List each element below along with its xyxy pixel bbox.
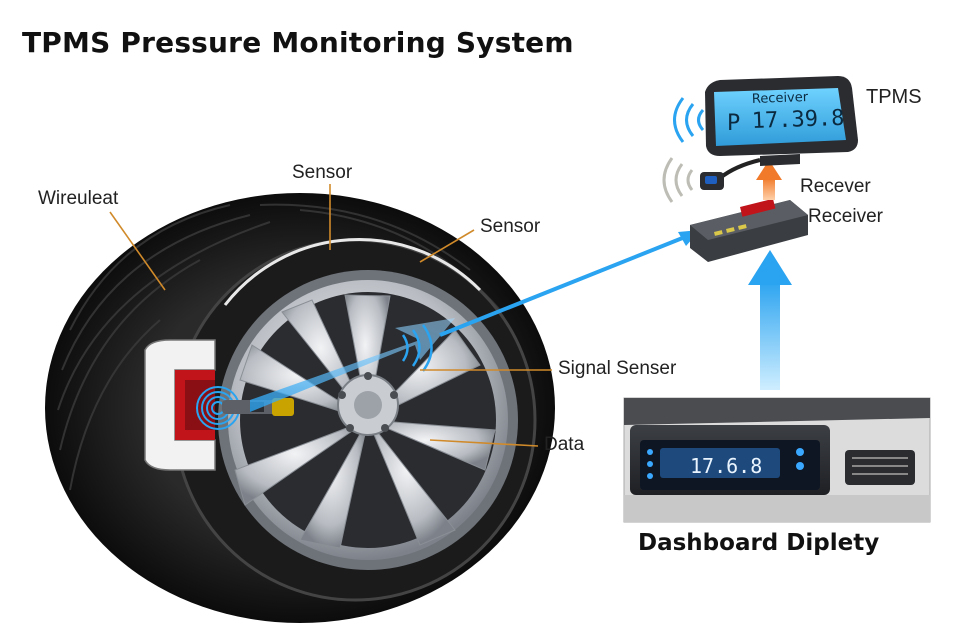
- receiver-module: [690, 198, 808, 262]
- monitor-reading: 17.39.8: [751, 106, 845, 134]
- label-tpms: TPMS: [866, 86, 922, 108]
- dashboard-icons: [647, 448, 804, 479]
- label-signal-senser: Signal Senser: [558, 358, 677, 379]
- label-sensor-top: Sensor: [292, 162, 353, 183]
- air-vent: [845, 450, 915, 485]
- rim-lug-nuts: [338, 372, 398, 432]
- orange-up-arrow: [756, 160, 782, 200]
- dashboard-photo: [623, 397, 931, 523]
- tire-cutaway: [144, 339, 216, 471]
- diagram-title: TPMS Pressure Monitoring System: [22, 26, 574, 59]
- wheel-signal-waves: [401, 324, 433, 372]
- tpms-monitor: [662, 76, 858, 203]
- label-recever: Recever: [800, 176, 871, 197]
- air-vent-slats: [852, 457, 908, 475]
- dashboard-up-arrow: [748, 250, 792, 390]
- rim: [218, 270, 518, 570]
- monitor-waves: [673, 97, 705, 143]
- dashboard-reading: 17.6.8: [690, 454, 762, 478]
- monitor-unit-symbol: P: [727, 111, 740, 136]
- label-receiver: Receiver: [808, 206, 883, 227]
- leader-lines: [109, 184, 552, 447]
- sensor-valve-cap: [272, 398, 294, 416]
- rim-center-cap: [354, 391, 382, 419]
- label-data: Data: [544, 434, 585, 455]
- label-sensor-right: Sensor: [480, 216, 541, 237]
- label-wireuleat: Wireuleat: [38, 188, 119, 209]
- connector-waves: [662, 157, 694, 203]
- receiver-leds: [714, 224, 747, 236]
- signal-beam-line: [439, 233, 691, 337]
- monitor-header: Receiver: [752, 90, 809, 107]
- dashboard-caption: Dashboard Diplety: [638, 530, 880, 556]
- sidewall-highlight: [223, 238, 482, 306]
- signal-beam-inner: [250, 318, 455, 412]
